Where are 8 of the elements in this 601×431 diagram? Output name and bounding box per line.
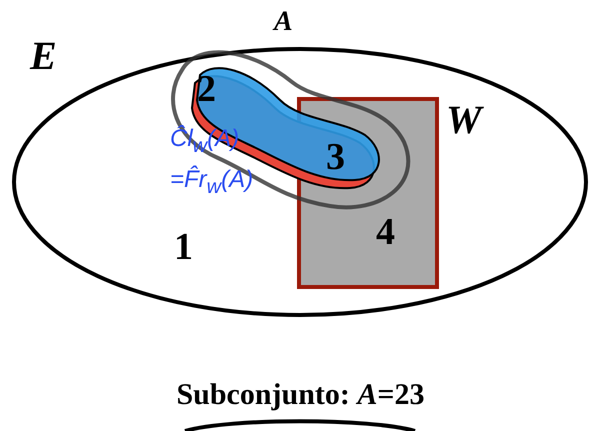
region-number: 4 [376, 213, 395, 251]
set-name: E [30, 36, 57, 76]
region-number: 2 [197, 70, 216, 108]
set-name: A [274, 8, 293, 36]
region-number: 3 [326, 138, 345, 176]
caption: Subconjunto: A=23 [176, 378, 425, 411]
set-name: W [446, 100, 482, 140]
region-number: 1 [174, 228, 193, 266]
